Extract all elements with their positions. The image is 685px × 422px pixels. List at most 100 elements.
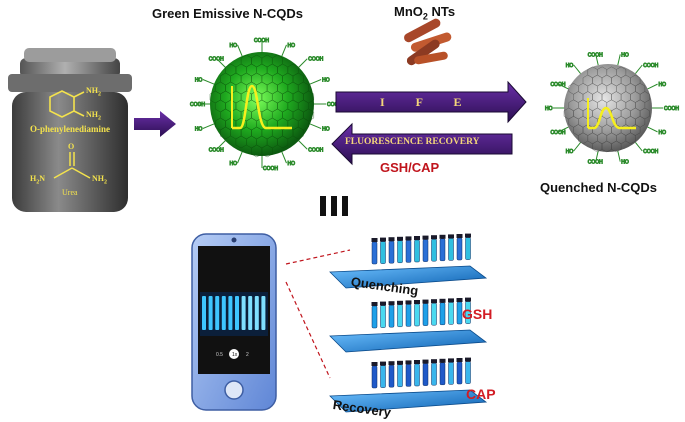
cooh-tag: HO (566, 149, 574, 155)
phone-vial (261, 296, 266, 330)
equals-icon (320, 196, 348, 216)
vial (388, 364, 395, 388)
vial-cap (414, 360, 420, 364)
vial-cap (388, 301, 395, 306)
phone-vial (248, 296, 253, 330)
vial-cap (465, 297, 471, 302)
vial-cap (380, 237, 386, 242)
arrow-right-icon (134, 111, 176, 137)
vial (448, 238, 454, 261)
vial (465, 361, 471, 384)
vial-cap (371, 302, 378, 306)
vial (414, 303, 420, 327)
cooh-tag: COOH (209, 147, 224, 153)
vial (422, 363, 429, 386)
vial (397, 240, 403, 264)
phone-vial (208, 296, 213, 330)
vial (380, 305, 386, 328)
cooh-tag: COOH (550, 82, 565, 88)
phone-vial (235, 296, 239, 330)
cooh-tag: HO (287, 43, 295, 49)
cooh-tag: HO (230, 43, 238, 49)
urea-label: Urea (62, 188, 78, 197)
benzene-ring-icon (49, 90, 85, 118)
quenched-peak-icon (588, 106, 636, 130)
oxygen-label: O (68, 142, 75, 151)
vial (431, 238, 437, 262)
vial (448, 302, 454, 325)
cooh-tag: HO (621, 52, 629, 58)
vial-stand (329, 389, 488, 413)
vial (431, 302, 437, 326)
vial-cap (465, 357, 471, 362)
cooh-tag: HO (545, 106, 553, 112)
cooh-tag: COOH (550, 130, 565, 136)
phone-vial (254, 296, 259, 330)
vial (456, 361, 463, 385)
cooh-tag: COOH (588, 52, 603, 58)
cooh-tag: COOH (308, 57, 323, 63)
vial-cap (371, 238, 378, 242)
vial (397, 304, 403, 328)
vial-cap (414, 300, 420, 304)
vial (439, 302, 446, 326)
vial (405, 304, 412, 327)
cooh-tag: COOH (263, 166, 278, 172)
vial-cap (431, 235, 437, 240)
phone-vial (221, 296, 226, 330)
cooh-tag: HO (287, 161, 295, 167)
cooh-tag: HO (322, 78, 330, 84)
cooh-tag: HO (659, 130, 667, 136)
cooh-tag: HO (659, 82, 667, 88)
cooh-tag: HO (195, 126, 203, 132)
smartphone (191, 233, 277, 411)
phone-vial (215, 296, 220, 330)
vial-cap (397, 360, 403, 365)
vial-cap (439, 298, 446, 303)
vial (405, 364, 412, 387)
urea-structure-icon (53, 152, 91, 179)
phone-vial (241, 296, 246, 330)
nh2-bottom-label: NH2 (86, 110, 101, 122)
vial-cap (405, 236, 412, 241)
vial-cap (456, 358, 463, 362)
vial-cap (371, 362, 378, 366)
vial-cap (456, 234, 463, 238)
vial-cap (405, 360, 412, 365)
vial (405, 240, 412, 263)
phone-zoom-right: 2 (246, 352, 249, 358)
vial-cap (422, 235, 429, 240)
vial (422, 303, 429, 326)
fluorescence-recovery-label: FLUORESCENCE RECOVERY (345, 137, 480, 147)
vial (465, 237, 471, 260)
vial-cap (388, 237, 395, 242)
nh2-right-label: NH2 (92, 174, 107, 186)
home-button (224, 380, 244, 400)
vial (388, 240, 395, 264)
vial-cap (397, 300, 403, 305)
o-phenylenediamine-label: O-phenylenediamine (30, 124, 111, 134)
phone-vial (228, 296, 233, 330)
cooh-tag: COOH (308, 147, 323, 153)
ife-label: I F E (380, 95, 476, 109)
vial-cap (422, 299, 429, 304)
cooh-tag: COOH (643, 63, 658, 69)
vial (448, 362, 454, 385)
cooh-tag: HO (195, 78, 203, 84)
vial (371, 241, 378, 265)
vial (439, 238, 446, 262)
cooh-tag: HO (230, 161, 238, 167)
vial-cap (465, 233, 471, 238)
vial (371, 365, 378, 389)
cooh-tag: COOH (254, 38, 269, 44)
fluorescence-recovery-arrow (331, 122, 513, 166)
nh2-top-label: NH2 (86, 86, 101, 98)
cooh-tag: COOH (643, 149, 658, 155)
vial (397, 364, 403, 388)
vial-cap (431, 359, 437, 364)
vial (422, 239, 429, 262)
cooh-tag: COOH (327, 102, 342, 108)
vial (439, 362, 446, 386)
emission-peak-icon (232, 84, 292, 130)
